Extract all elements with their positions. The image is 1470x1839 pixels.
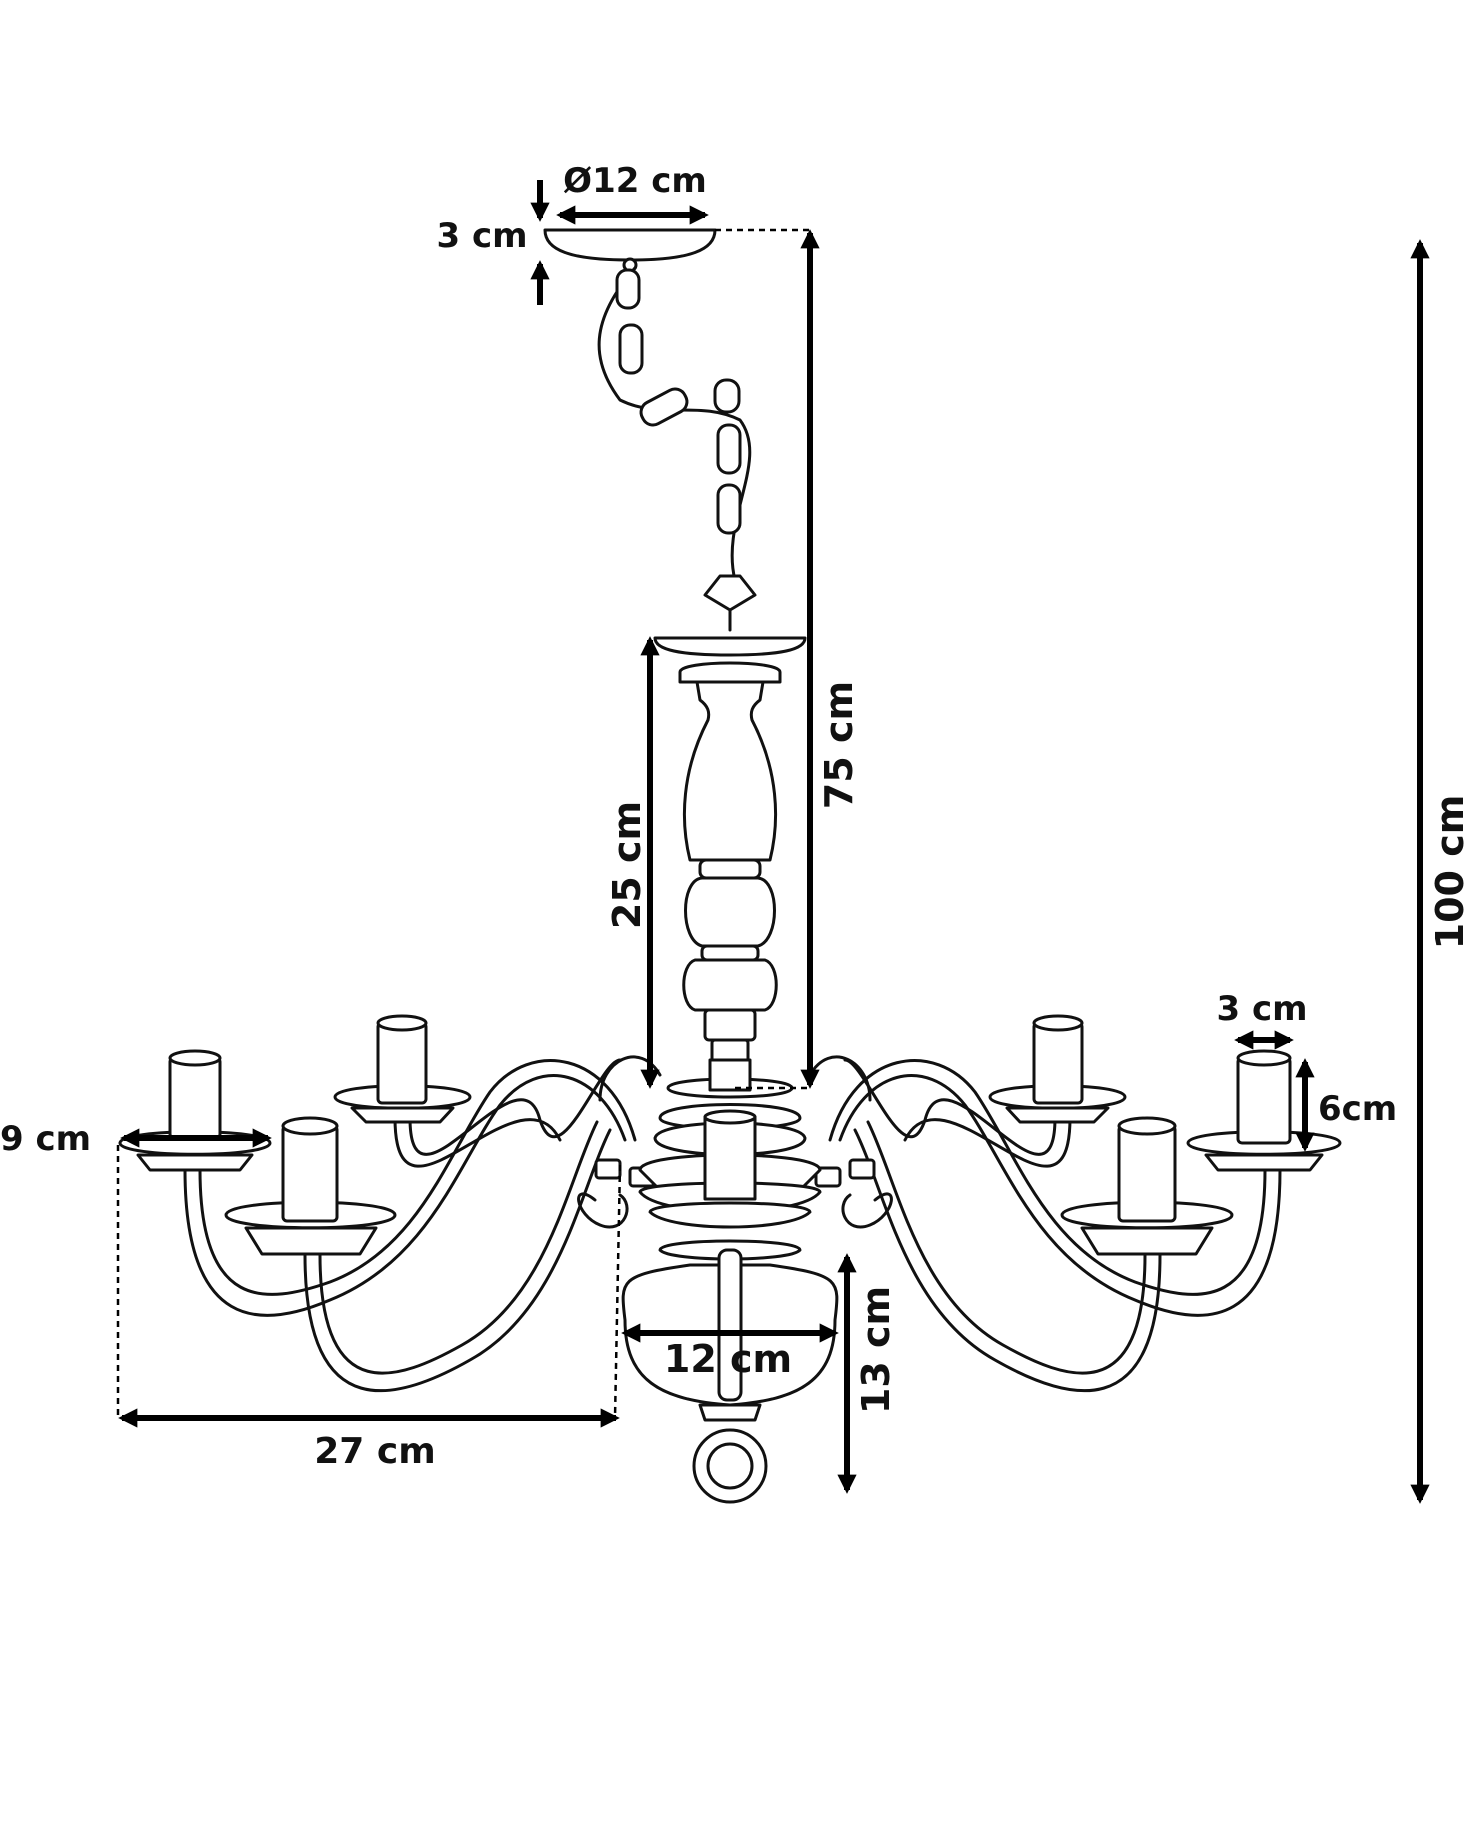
candle-center xyxy=(666,1058,794,1099)
central-hub xyxy=(638,1103,822,1261)
label-bottom-height: 13 cm xyxy=(854,1286,898,1414)
label-canopy-height: 3 cm xyxy=(436,216,527,256)
label-candle-height: 6cm xyxy=(1318,1089,1397,1129)
candle-front-right xyxy=(1060,1116,1234,1256)
label-arm-reach: 27 cm xyxy=(314,1431,435,1472)
label-canopy-diameter: Ø12 cm xyxy=(563,161,707,201)
label-cup-diameter: 9 cm xyxy=(0,1119,91,1159)
dimension-labels: Ø12 cm 3 cm 75 cm 100 cm 25 cm 9 cm 27 c… xyxy=(0,161,1470,1472)
dimension-lines xyxy=(116,180,1430,1504)
label-candle-width: 3 cm xyxy=(1216,989,1307,1029)
front-arms xyxy=(183,1059,1282,1393)
label-stem-height: 25 cm xyxy=(605,801,649,929)
chandelier-drawing xyxy=(118,228,1342,1504)
label-bottom-width: 12 cm xyxy=(664,1337,792,1381)
central-stem xyxy=(653,636,807,1094)
label-total-height: 100 cm xyxy=(1428,795,1470,950)
ceiling-canopy xyxy=(543,228,717,273)
candle-back-right xyxy=(988,1014,1127,1124)
candle-outer-left xyxy=(118,1049,272,1172)
candle-front-left xyxy=(224,1116,397,1256)
back-arms xyxy=(393,1055,1072,1168)
chain xyxy=(597,266,757,632)
candle-back-left xyxy=(333,1014,472,1124)
label-drop-length: 75 cm xyxy=(817,681,861,809)
